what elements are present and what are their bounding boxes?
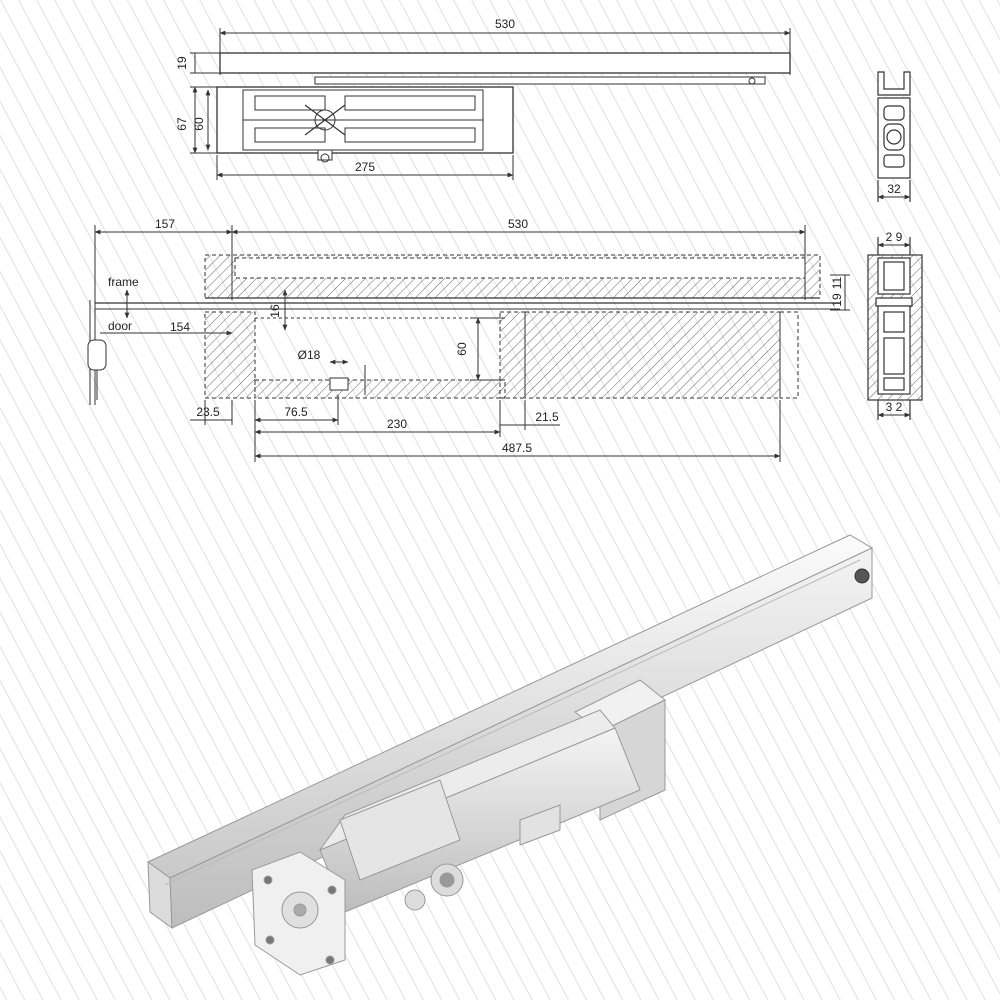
dim-hole-diameter: Ø18	[298, 348, 321, 362]
installation-view-labels: 157 530 frame door 154 16 Ø18 60 19 11 2…	[108, 217, 844, 455]
dim-offset: 157	[155, 217, 175, 231]
top-view-labels: 530 19 67 60 275	[175, 17, 515, 174]
dim-76-5: 76.5	[284, 405, 308, 419]
label-frame: frame	[108, 275, 139, 289]
label-door: door	[108, 319, 132, 333]
dim-21-5: 21.5	[535, 410, 559, 424]
dim-body-height-inner: 60	[192, 117, 206, 131]
dim-230: 230	[387, 417, 407, 431]
dim-section-top: 2 9	[886, 230, 903, 244]
install-section-view	[867, 237, 923, 420]
dim-body-length: 275	[355, 160, 375, 174]
top-section-view	[877, 71, 911, 202]
track-end-screw	[854, 568, 870, 584]
dim-length-install: 530	[508, 217, 528, 231]
dim-depth: 60	[455, 342, 469, 356]
dim-body-height-outer: 67	[175, 117, 189, 131]
dim-right-19: 19	[830, 293, 844, 307]
dim-16: 16	[268, 304, 282, 318]
dim-section-width: 32	[887, 182, 901, 196]
top-view	[190, 28, 791, 180]
installation-view	[87, 225, 850, 462]
door-closer-product-image	[147, 534, 874, 976]
dim-23-5: 23.5	[196, 405, 220, 419]
dim-487-5: 487.5	[502, 441, 532, 455]
dim-154: 154	[170, 320, 190, 334]
dim-section-bottom: 3 2	[886, 400, 903, 414]
dim-length-top: 530	[495, 17, 515, 31]
dim-right-11: 11	[830, 276, 844, 289]
dim-track-height: 19	[175, 56, 189, 70]
